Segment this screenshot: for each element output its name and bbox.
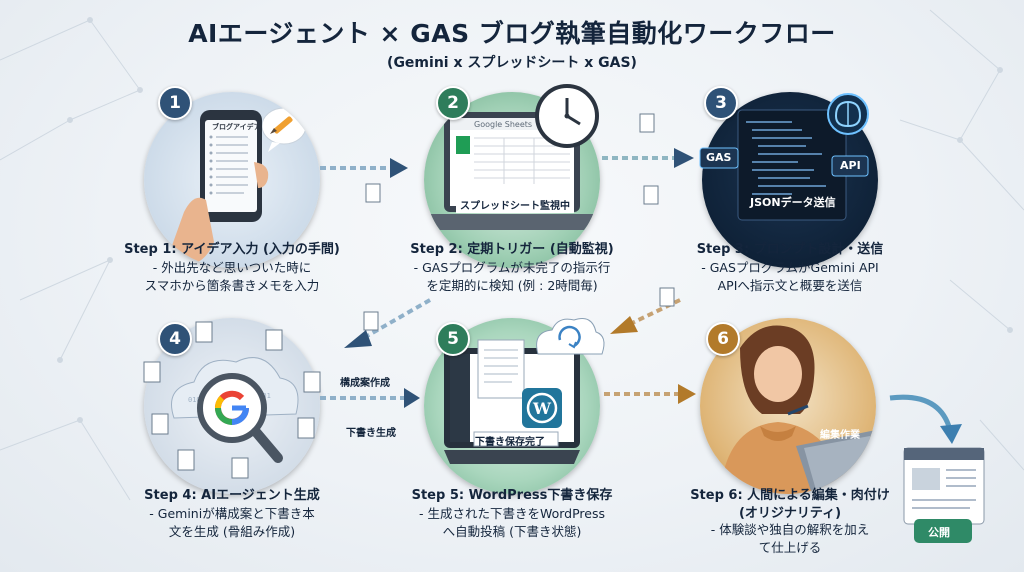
step4-number: 4 xyxy=(158,322,192,356)
step6-desc-line2: て仕上げる xyxy=(758,540,822,555)
code-screen-icon xyxy=(737,109,847,221)
step3-desc-line1: - GASプログラムがGemini API xyxy=(701,260,879,275)
draft-label: 下書き生成 xyxy=(346,428,396,439)
editing-label: 編集作業 xyxy=(820,430,860,441)
step5-desc-line1: - 生成された下書きをWordPress xyxy=(418,506,605,521)
magnifier-icon xyxy=(197,373,283,463)
google-logo-icon xyxy=(215,390,249,425)
outline-label: 構成案作成 xyxy=(340,378,390,389)
gas-label: GAS xyxy=(706,151,732,164)
step2-title: Step 2: 定期トリガー (自動監視) xyxy=(410,242,614,257)
step1-desc-line2: スマホから箇条書きメモを入力 xyxy=(144,278,320,293)
phone-icon xyxy=(200,110,262,222)
step3-desc-line2: APIへ指示文と概要を送信 xyxy=(717,278,863,293)
monitor-label: スプレッドシート監視中 xyxy=(456,196,574,213)
json-label: JSONデータ送信 xyxy=(750,196,836,209)
page-title: AIエージェント × GAS ブログ執筆自動化ワークフロー xyxy=(188,19,836,48)
phone-screen-label: ブログアイデア xyxy=(212,123,261,131)
document-icon xyxy=(477,339,525,399)
step6-number: 6 xyxy=(706,322,740,356)
step2-number: 2 xyxy=(436,86,470,120)
step5-number: 5 xyxy=(436,322,470,356)
step4-desc-line1: - Geminiが構成案と下書き本 xyxy=(149,506,315,521)
step4-title: Step 4: AIエージェント生成 xyxy=(144,488,320,503)
step2-desc-line2: を定期的に検知 (例 : 2時間毎) xyxy=(426,278,598,293)
saved-label: 下書き保存完了 xyxy=(475,437,545,448)
step4-desc-line2: 文を生成 (骨組み作成) xyxy=(168,524,296,539)
step6-desc-line1: - 体験談や独自の解釈を加え xyxy=(710,522,870,537)
sheets-label: Google Sheets xyxy=(474,120,533,129)
step6-title-sub: (オリジナリティ) xyxy=(738,506,842,521)
wordpress-icon: W xyxy=(522,388,562,428)
step5-desc-line2: へ自動投稿 (下書き状態) xyxy=(442,524,582,539)
step1-desc-line1: - 外出先など思いついた時に xyxy=(152,260,312,275)
step6-title: Step 6: 人間による編集・肉付け xyxy=(690,488,890,503)
step1-title: Step 1: アイデア入力 (入力の手間) xyxy=(124,242,340,257)
step1-number: 1 xyxy=(158,86,192,120)
api-label: API xyxy=(840,159,861,172)
step2-desc-line1: - GASプログラムが未完了の指示行 xyxy=(413,260,611,275)
svg-text:W: W xyxy=(532,399,552,418)
page-subtitle: (Gemini x スプレッドシート x GAS) xyxy=(387,55,637,71)
step5-title: Step 5: WordPress下書き保存 xyxy=(411,488,613,503)
step3-number: 3 xyxy=(704,86,738,120)
publish-badge[interactable]: 公開 xyxy=(928,526,950,539)
step3-title: Step 3: プロンプト設計・送信 xyxy=(696,242,884,257)
